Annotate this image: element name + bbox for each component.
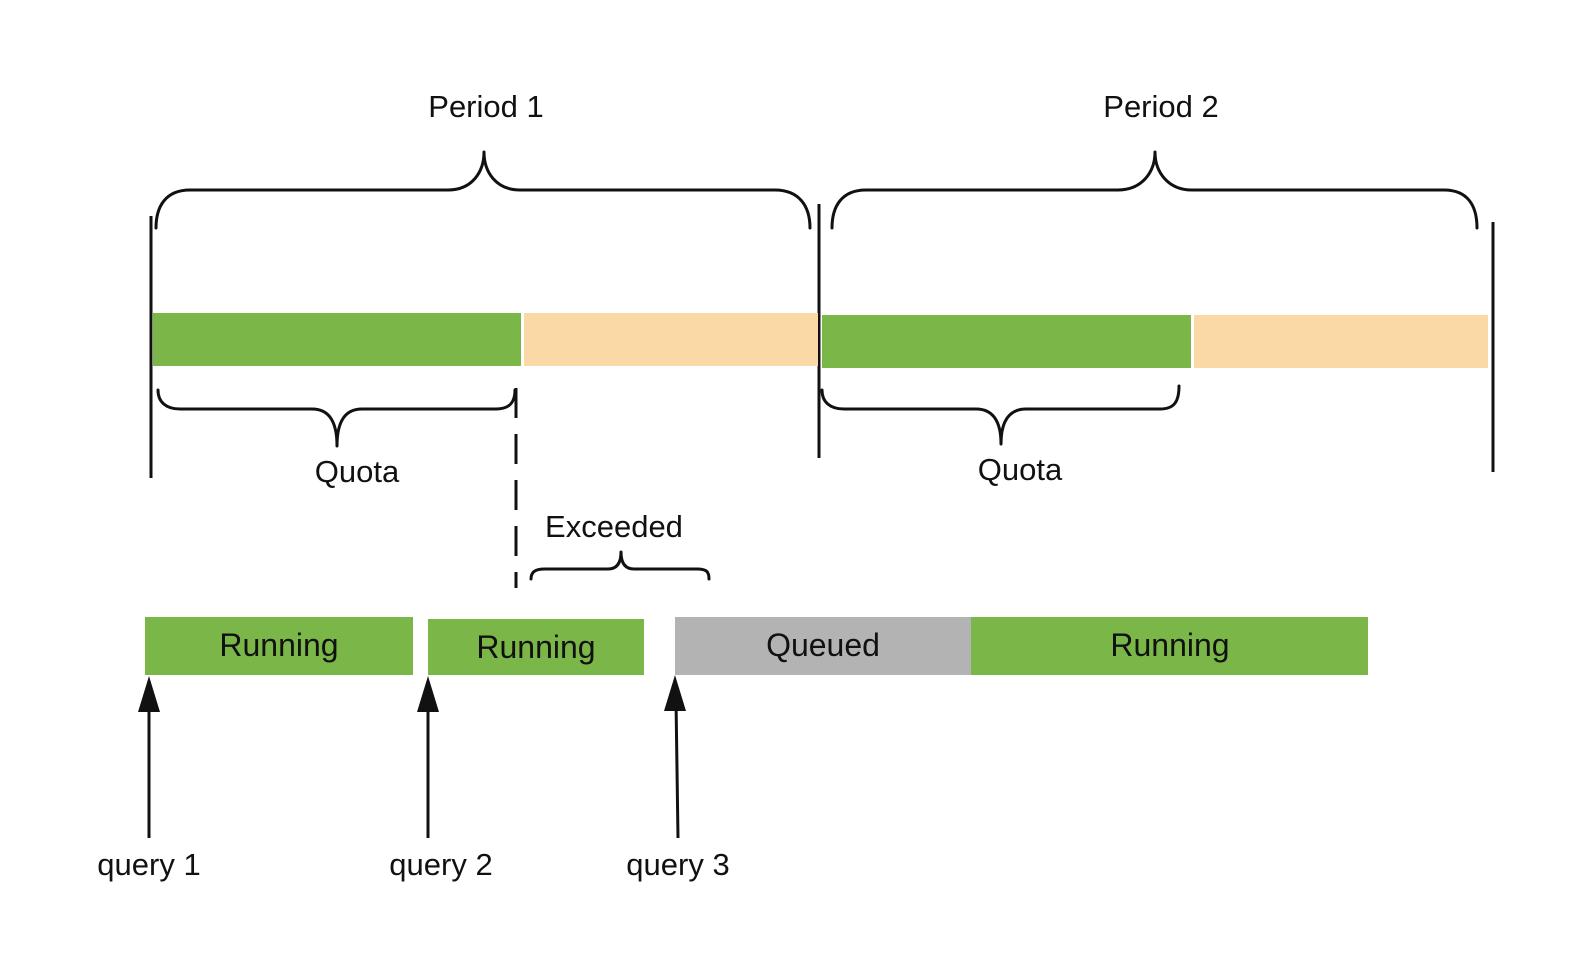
period-2-quota-brace bbox=[820, 384, 1181, 446]
query-2-label: query 2 bbox=[389, 847, 492, 882]
query-3-arrow bbox=[664, 675, 686, 839]
query-3-queued-label: Queued bbox=[766, 627, 880, 663]
period-1-brace bbox=[154, 150, 812, 230]
period-1-quota-bar bbox=[153, 313, 521, 366]
query-2-arrow bbox=[417, 676, 439, 838]
period-1-quota-label: Quota bbox=[315, 454, 400, 489]
query-3-running-label: Running bbox=[1110, 627, 1229, 663]
query-1-running-label: Running bbox=[219, 627, 338, 663]
exceeded-label: Exceeded bbox=[545, 509, 683, 544]
query-1-running-bar bbox=[145, 617, 413, 675]
exceeded-brace bbox=[529, 550, 711, 581]
query-3-label: query 3 bbox=[626, 847, 729, 882]
period-2-brace bbox=[830, 150, 1479, 230]
period-2-quota-label: Quota bbox=[978, 452, 1063, 487]
period-2-quota-bar bbox=[822, 315, 1191, 368]
query-3-running-bar bbox=[971, 617, 1368, 675]
period-1-remainder-bar bbox=[524, 313, 818, 366]
query-1-arrow bbox=[138, 676, 160, 838]
period-2-label: Period 2 bbox=[1103, 89, 1218, 124]
query-1-label: query 1 bbox=[97, 847, 200, 882]
period-1-label: Period 1 bbox=[428, 89, 543, 124]
period-2-remainder-bar bbox=[1194, 315, 1488, 368]
period-1-quota-brace bbox=[156, 388, 517, 448]
query-2-running-bar bbox=[428, 619, 644, 675]
query-3-queued-bar bbox=[675, 617, 971, 675]
query-2-running-label: Running bbox=[476, 629, 595, 665]
